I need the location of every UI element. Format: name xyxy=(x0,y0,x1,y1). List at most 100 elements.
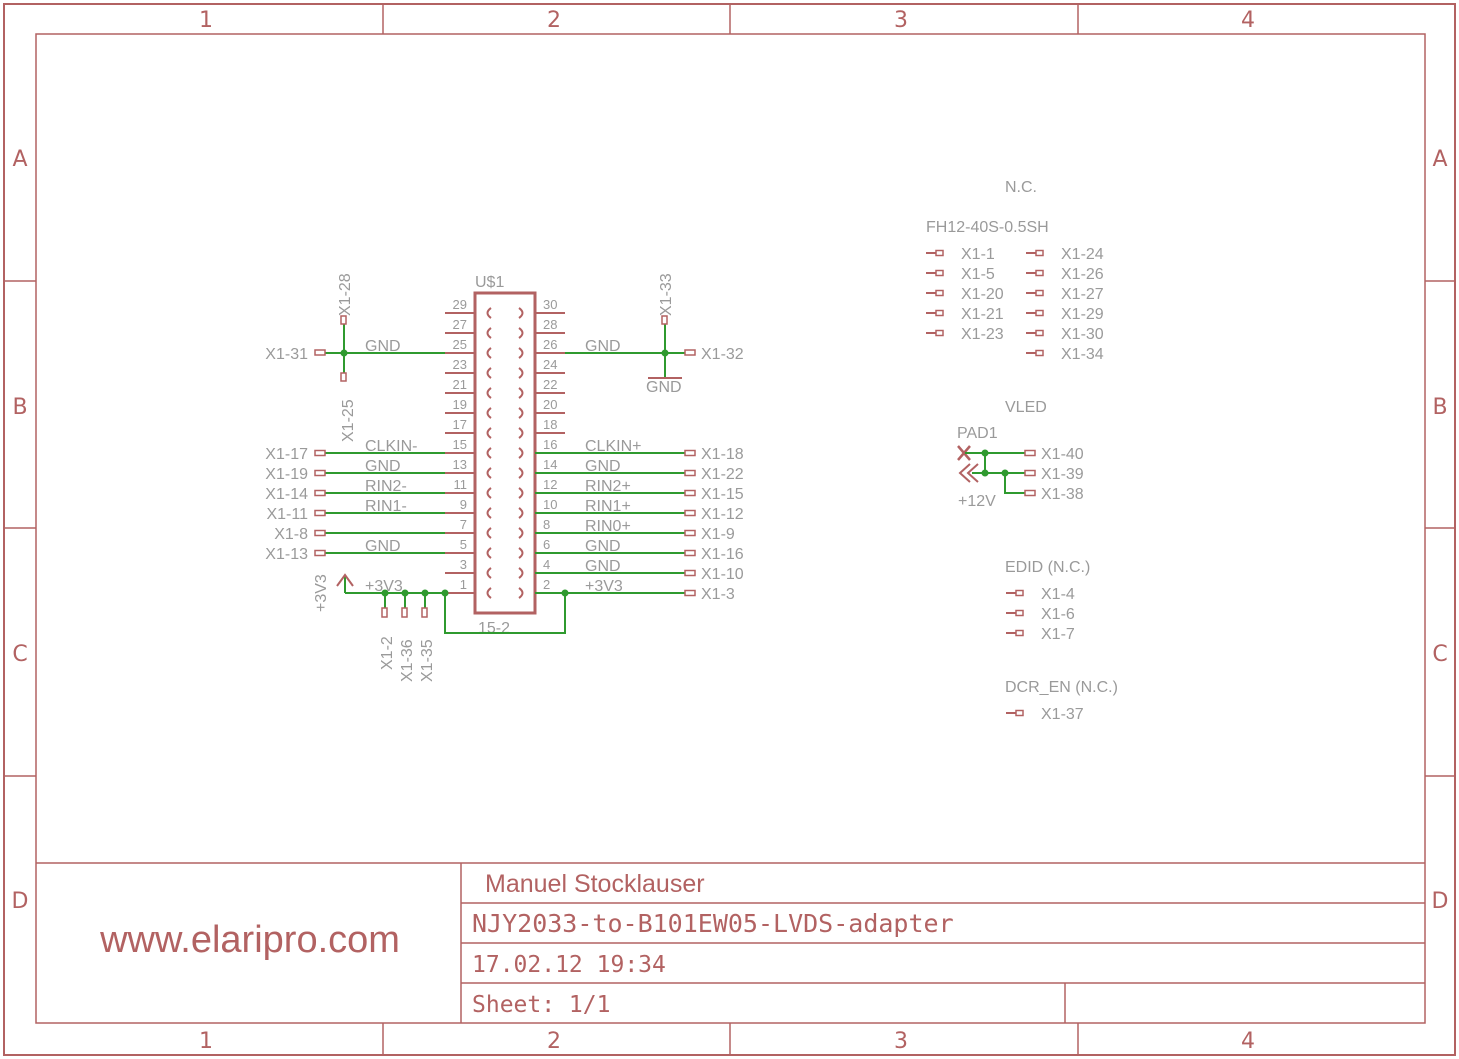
pin-number: 20 xyxy=(543,397,557,412)
vled-pin-terminal xyxy=(1024,469,1036,477)
label-x1-35: X1-35 xyxy=(419,639,436,682)
grid-row-a-left: A xyxy=(12,147,27,172)
nc-pin-terminal xyxy=(1035,269,1044,277)
contact-icon xyxy=(518,367,524,379)
nc-title: N.C. xyxy=(1005,179,1037,196)
nc-pin-label: X1-23 xyxy=(961,326,1004,343)
edid-pin-label: X1-4 xyxy=(1041,586,1075,603)
nc-pin-terminal xyxy=(1035,249,1044,257)
contact-icon xyxy=(486,527,492,539)
label-x1-33: X1-33 xyxy=(658,273,675,316)
grid-row-b-right: B xyxy=(1432,395,1447,420)
date-text: 17.02.12 19:34 xyxy=(472,952,666,978)
edid-block: EDID (N.C.) X1-4X1-6X1-7 xyxy=(1005,559,1090,643)
pin-number: 7 xyxy=(460,517,467,532)
connector-label: X1-3 xyxy=(701,586,735,603)
pin-number: 25 xyxy=(453,337,467,352)
connector-label: X1-16 xyxy=(701,546,744,563)
dcr-pin-terminal xyxy=(1015,709,1024,717)
connector-label: X1-9 xyxy=(701,526,735,543)
nc-pin-label: X1-34 xyxy=(1061,346,1104,363)
contact-icon xyxy=(518,407,524,419)
contact-icon xyxy=(486,347,492,359)
label-x1-28: X1-28 xyxy=(337,273,354,316)
pad-x-icon xyxy=(957,445,971,461)
net-label: RIN1+ xyxy=(585,498,631,515)
edid-pin-terminal xyxy=(1015,629,1024,637)
pin-number: 14 xyxy=(543,457,557,472)
edid-pin-label: X1-6 xyxy=(1041,606,1075,623)
bridge-label: 15-2 xyxy=(478,620,510,637)
pin-number: 12 xyxy=(543,477,557,492)
grid-row-d-left: D xyxy=(12,889,29,914)
contact-icon xyxy=(486,367,492,379)
connector-label: X1-14 xyxy=(265,486,308,503)
nc-pin-label: X1-30 xyxy=(1061,326,1104,343)
contact-icon xyxy=(486,567,492,579)
contact-icon xyxy=(518,327,524,339)
right-signal-rows: X1-18CLKIN+X1-22GNDX1-15RIN2+X1-12RIN1+X… xyxy=(535,438,744,603)
net-label: RIN2- xyxy=(365,478,407,495)
nc-pin-terminal xyxy=(1035,349,1044,357)
pin-number: 10 xyxy=(543,497,557,512)
connector-label: X1-13 xyxy=(265,546,308,563)
junction-dot xyxy=(340,349,348,357)
supply-12v-label: +12V xyxy=(958,493,996,510)
pad-label: PAD1 xyxy=(957,425,998,442)
nc-pin-label: X1-24 xyxy=(1061,246,1104,263)
pin-terminal xyxy=(314,449,326,457)
junction-dot xyxy=(561,589,569,597)
label-x1-36: X1-36 xyxy=(399,639,416,682)
grid-col-3-bottom: 3 xyxy=(894,1029,908,1054)
contact-icon xyxy=(518,427,524,439)
vled-block: VLED PAD1 +12V xyxy=(957,399,1047,510)
net-label: RIN2+ xyxy=(585,478,631,495)
net-3v3-left: +3V3 xyxy=(365,578,403,595)
grid-row-c-left: C xyxy=(12,642,27,667)
dcr-block: DCR_EN (N.C.) X1-37 xyxy=(1005,679,1118,723)
contact-icon xyxy=(486,507,492,519)
pin-number: 29 xyxy=(453,297,467,312)
component-name: U$1 xyxy=(475,274,504,291)
connector-label: X1-10 xyxy=(701,566,744,583)
nc-pin-terminal xyxy=(935,309,944,317)
nc-pin-label: X1-21 xyxy=(961,306,1004,323)
nc-part-number: FH12-40S-0.5SH xyxy=(926,219,1049,236)
nc-pin-terminal xyxy=(935,249,944,257)
connector-label: X1-8 xyxy=(274,526,308,543)
contact-icon xyxy=(518,587,524,599)
pin-terminal xyxy=(314,469,326,477)
contact-icon xyxy=(486,387,492,399)
pin-terminal xyxy=(684,569,696,577)
grid-col-4-top: 4 xyxy=(1241,8,1255,33)
supply-arrow-icon xyxy=(336,573,354,587)
nc-block: N.C. FH12-40S-0.5SH X1-1X1-5X1-20X1-21X1… xyxy=(926,179,1104,363)
pin-number: 5 xyxy=(460,537,467,552)
pin-terminal xyxy=(684,529,696,537)
contact-icon xyxy=(486,547,492,559)
title-block: www.elaripro.com Manuel Stocklauser NJY2… xyxy=(36,862,1425,1023)
grid-col-4-bottom: 4 xyxy=(1241,1029,1255,1054)
edid-pin-terminal xyxy=(1015,609,1024,617)
pin-terminal xyxy=(684,469,696,477)
contact-icon xyxy=(518,547,524,559)
grid-col-2-bottom: 2 xyxy=(547,1029,561,1054)
net-label: GND xyxy=(365,538,401,555)
vled-title: VLED xyxy=(1005,399,1047,416)
vled-pin-label: X1-39 xyxy=(1041,466,1084,483)
pin-terminal xyxy=(684,489,696,497)
power-3v3-left: +3V3 +3V3 X1-2 X1-36 X1-35 xyxy=(313,573,449,682)
vled-pin-label: X1-38 xyxy=(1041,486,1084,503)
grid-row-d-right: D xyxy=(1432,889,1449,914)
nc-pin-terminal xyxy=(1035,329,1044,337)
pin-terminal xyxy=(314,549,326,557)
nc-pin-terminal xyxy=(935,269,944,277)
contact-icon xyxy=(486,587,492,599)
connector-u1: U$1 15-2 2927252321191715131197531302826… xyxy=(445,274,565,637)
nc-pin-label: X1-26 xyxy=(1061,266,1104,283)
grid-col-2-top: 2 xyxy=(547,8,561,33)
pin-number: 30 xyxy=(543,297,557,312)
right-nets: X1-33 X1-32 GND GND xyxy=(565,273,744,396)
contact-icon xyxy=(486,487,492,499)
